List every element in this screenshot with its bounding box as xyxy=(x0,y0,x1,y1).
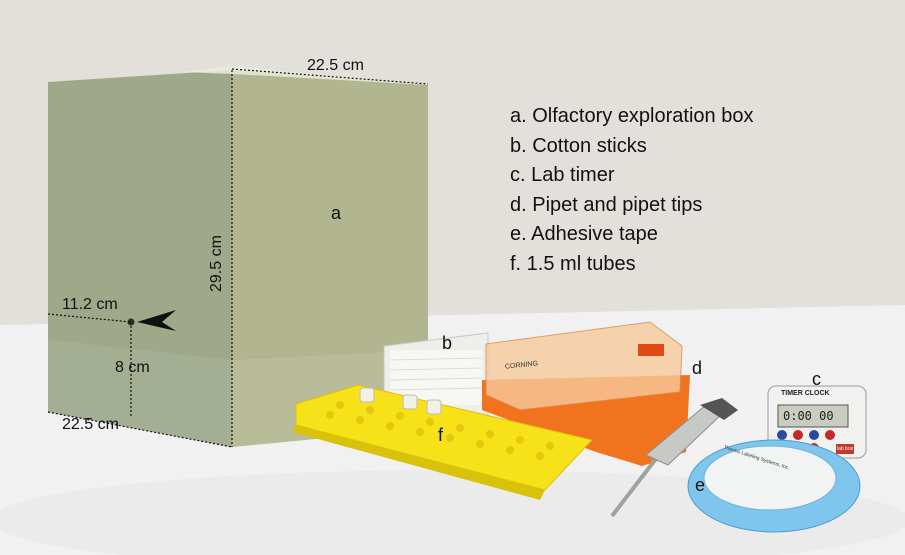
hole-arrow xyxy=(137,310,176,331)
timer-display-text: 0:00 00 xyxy=(783,409,834,423)
table-shade xyxy=(0,470,905,555)
legend-item-f: f. 1.5 ml tubes xyxy=(510,252,636,275)
legend-item-d: d. Pipet and pipet tips xyxy=(510,193,703,216)
item-letter-d: d xyxy=(692,358,703,378)
lab-timer xyxy=(767,385,867,459)
item-letter-a: a xyxy=(331,203,342,223)
tape-inner xyxy=(703,445,837,511)
item-letter-f: f xyxy=(438,425,444,445)
dimension-top-width: 22.5 cm xyxy=(307,57,364,74)
item-letter-b: b xyxy=(442,333,453,353)
legend-item-b: b. Cotton sticks xyxy=(510,134,647,157)
item-letter-c: c xyxy=(812,369,821,389)
tube-rack xyxy=(292,384,593,500)
dimension-height: 29.5 cm xyxy=(208,235,225,292)
legend-item-c: c. Lab timer xyxy=(510,164,615,186)
rack-holes xyxy=(326,401,554,460)
pipet xyxy=(610,398,738,518)
timer-brand-badge xyxy=(836,444,854,454)
legend-item-a: a. Olfactory exploration box xyxy=(510,105,754,127)
pipet-plunger xyxy=(700,398,738,420)
adhesive-tape xyxy=(687,439,861,533)
legend: a. Olfactory exploration box b. Cotton s… xyxy=(510,102,753,279)
dimension-hole-height: 8 cm xyxy=(115,359,150,376)
tip-box-label xyxy=(638,344,664,356)
timer-display xyxy=(777,404,849,428)
legend-item-e: e. Adhesive tape xyxy=(510,223,658,245)
tip-box-lid xyxy=(485,321,683,411)
dimension-lines xyxy=(47,68,429,448)
box-side-reflection xyxy=(48,340,232,447)
timer-title: TIMER CLOCK xyxy=(781,390,830,397)
dimension-hole-offset: 11.2 cm xyxy=(62,296,118,313)
timer-brand: lab box xyxy=(837,446,854,452)
rack-edge xyxy=(292,425,545,500)
pipet-tip xyxy=(610,458,657,518)
pipet-tip-box xyxy=(482,321,690,466)
tubes xyxy=(359,387,442,415)
item-letter-e: e xyxy=(695,475,706,495)
dimension-bottom-depth: 22.5 cm xyxy=(62,416,119,433)
box-top-edge xyxy=(180,66,428,85)
